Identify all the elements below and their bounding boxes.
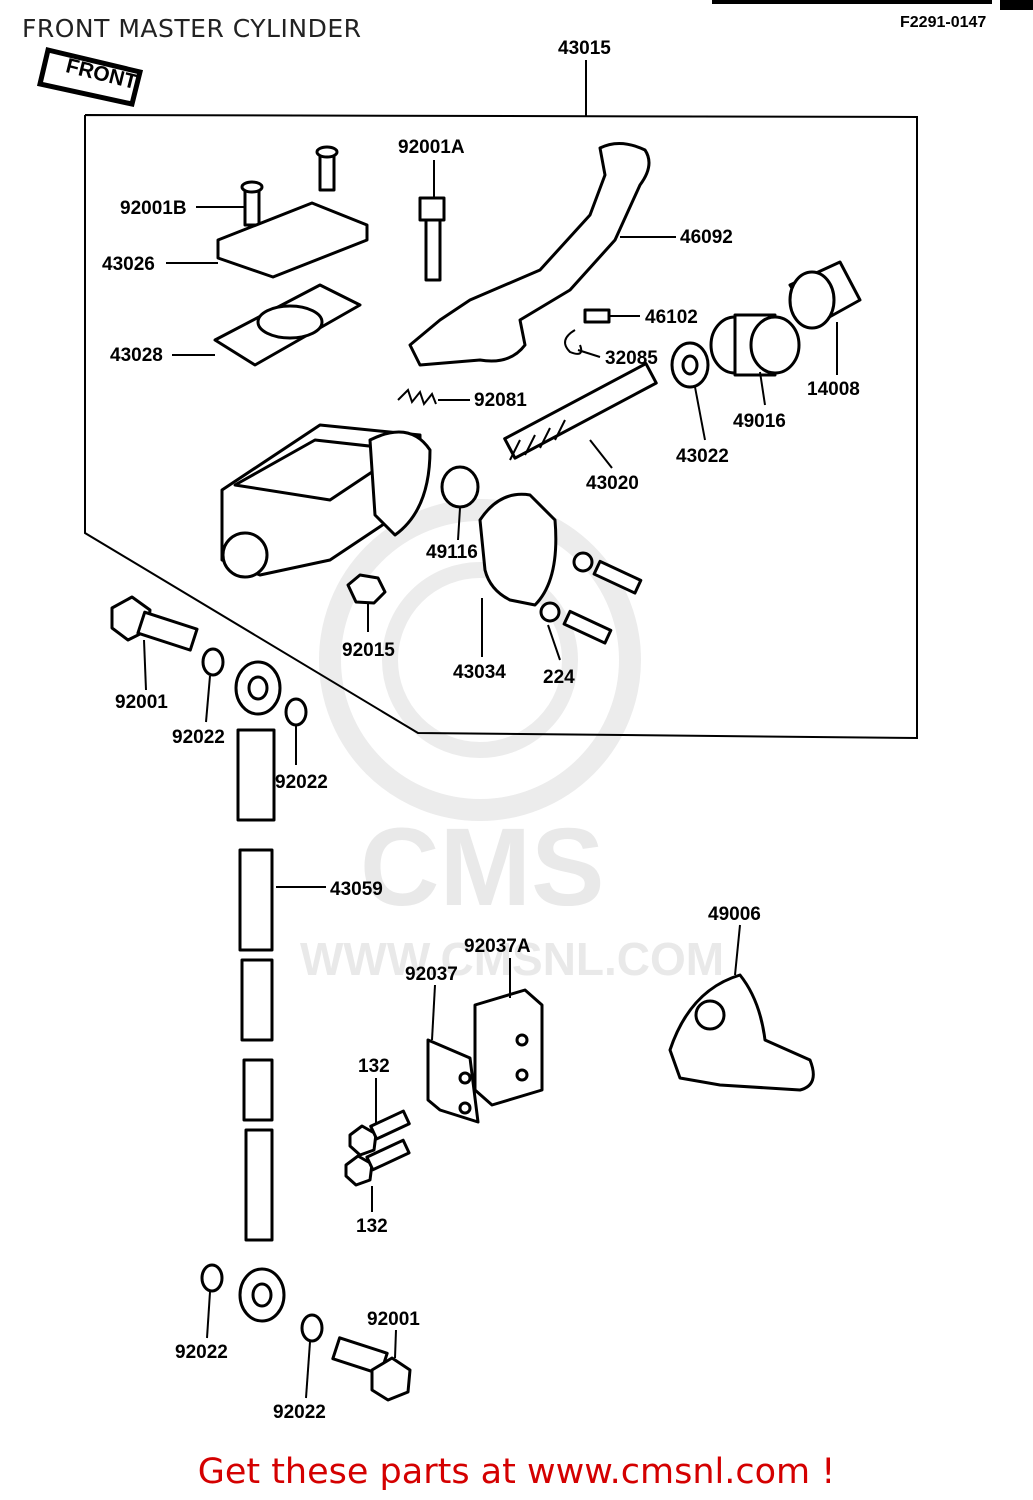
nut-49116 [440,465,480,509]
header-rule-block [1000,0,1033,10]
callout-132-a: 132 [358,1056,390,1077]
front-direction-tag: FRONT [36,46,144,107]
diaphragm-43028 [213,283,362,367]
callout-49016: 49016 [733,411,786,432]
callout-92022-top-b: 92022 [275,772,328,793]
page-title: FRONT MASTER CYLINDER [22,14,362,43]
callout-leaders [143,160,838,1399]
callout-32085: 32085 [605,348,658,369]
boot-49016 [709,313,801,377]
screw-cover [315,145,339,192]
brake-lever-46092 [408,142,651,367]
banjo-bolt-92001-bottom [331,1336,412,1402]
reservoir-cap-43026 [216,201,369,279]
cmsnl-parts-link[interactable]: Get these parts at www.cmsnl.com ! [197,1452,836,1492]
callout-49116: 49116 [426,542,478,563]
part-number-labels: 43015 92001A 92001B 43026 46092 43028 46… [102,38,860,1423]
lever-guard-49006 [668,973,815,1092]
assembly-43015-boundary [84,114,918,740]
master-cylinder-body [220,423,432,579]
callout-224: 224 [543,667,575,688]
callout-92001A: 92001A [398,137,465,158]
clamp-bolts [539,551,643,645]
callout-92001-bottom: 92001 [367,1309,420,1330]
watermark-url: WWW.CMSNL.COM [300,933,724,985]
callout-46102: 46102 [645,307,698,328]
pin-46102 [583,308,611,324]
callout-92037A: 92037A [464,936,531,957]
callout-92022-bottom-b: 92022 [273,1402,326,1423]
callout-43022: 43022 [676,446,729,467]
callout-49006: 49006 [708,904,761,925]
figure-code: F2291-0147 [900,14,987,31]
watermark-brand: CMS [360,806,604,929]
washer-92022-bottom-b [300,1313,324,1343]
callout-92001-top: 92001 [115,692,168,713]
callout-43015: 43015 [558,38,611,59]
cap-14008 [788,260,862,330]
screw-92001B [240,180,264,227]
callout-92022-bottom-a: 92022 [175,1342,228,1363]
callout-43020: 43020 [586,473,639,494]
nut-92015 [346,573,387,605]
callout-43059: 43059 [330,879,383,900]
bolts-132 [344,1109,411,1187]
callout-92081: 92081 [474,390,527,411]
washer-92022-bottom-a [200,1263,224,1293]
clamp-43034 [478,492,558,607]
piston-kit-43020 [503,362,658,461]
callout-43034: 43034 [453,662,506,683]
spring-92081 [397,388,437,407]
callout-46092: 46092 [680,227,733,248]
washer-92022-top-a [201,647,225,677]
header-rule [712,0,992,4]
callout-132-b: 132 [356,1216,388,1237]
callout-92037: 92037 [405,964,458,985]
callout-43028: 43028 [110,345,163,366]
washer-92022-top-b [284,697,308,727]
callout-14008: 14008 [807,379,860,400]
banjo-bolt-92001-top [110,595,199,652]
callout-92022-top-a: 92022 [172,727,225,748]
pivot-bolt-92001A [418,196,446,282]
bracket-92037 [426,1038,480,1124]
watermark: CMS WWW.CMSNL.COM [300,499,724,985]
bracket-92037A [473,988,544,1107]
callout-92015: 92015 [342,640,395,661]
callout-92001B: 92001B [120,198,187,219]
callout-43026: 43026 [102,254,155,275]
brake-hose-43059 [234,660,286,1323]
